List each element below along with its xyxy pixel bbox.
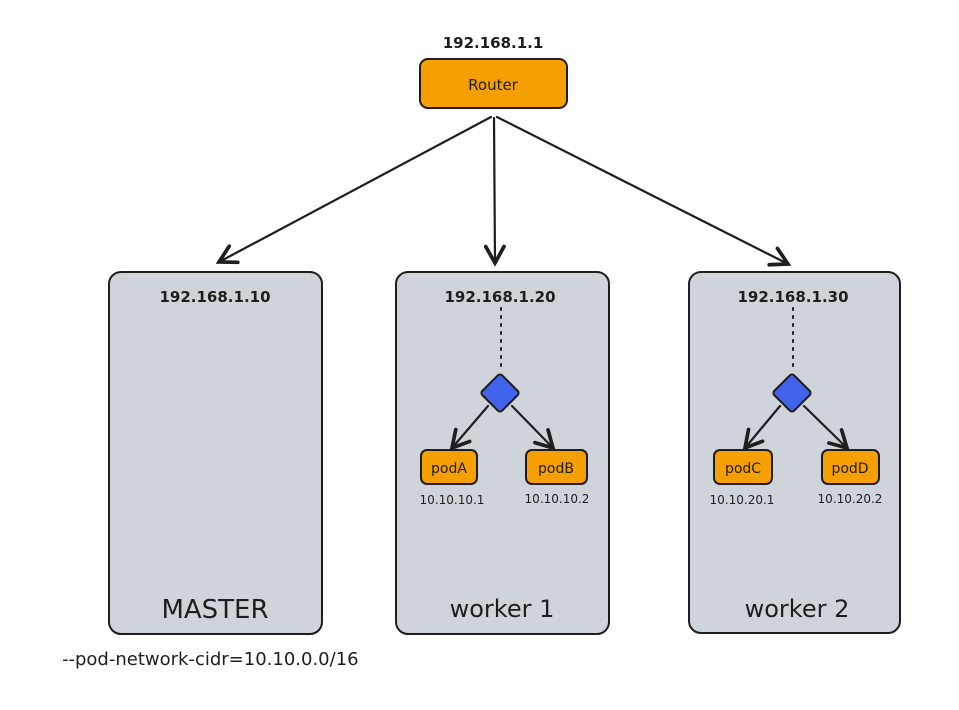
arrow-router-worker1 [494, 116, 495, 263]
pod-c-ip: 10.10.20.1 [710, 493, 775, 507]
router-ip: 192.168.1.1 [443, 34, 544, 52]
pod-a-name: podA [431, 461, 467, 477]
pod-a[interactable]: podA 10.10.10.1 [420, 449, 485, 507]
master-ip: 192.168.1.10 [159, 288, 270, 306]
pod-d[interactable]: podD 10.10.20.2 [818, 449, 883, 506]
worker1-node[interactable]: 192.168.1.20 podA 10.10.10.1 podB 10.10.… [395, 271, 610, 635]
arrow-router-master [219, 115, 493, 262]
pod-b-name: podB [538, 461, 574, 477]
arrow-switch-podb [510, 404, 553, 448]
pod-b[interactable]: podB 10.10.10.2 [525, 449, 590, 506]
pod-c[interactable]: podC 10.10.20.1 [710, 449, 775, 507]
worker1-label: worker 1 [450, 595, 555, 623]
master-box[interactable] [108, 271, 323, 635]
router-box[interactable] [419, 58, 568, 109]
pod-d-name: podD [831, 461, 868, 477]
pod-b-ip: 10.10.10.2 [525, 492, 590, 506]
worker2-label: worker 2 [745, 595, 850, 623]
router-label: Router [468, 76, 519, 94]
arrow-switch-podc [745, 404, 782, 448]
pod-a-ip: 10.10.10.1 [420, 493, 485, 507]
pod-c-box[interactable] [713, 449, 773, 485]
router[interactable]: 192.168.1.1 Router [419, 34, 568, 109]
pod-b-box[interactable] [525, 449, 588, 485]
worker1-ip: 192.168.1.20 [444, 288, 555, 306]
worker2-box[interactable] [688, 271, 901, 634]
pod-network-cidr-flag: --pod-network-cidr=10.10.0.0/16 [62, 649, 359, 670]
pod-c-name: podC [725, 461, 761, 477]
pod-d-box[interactable] [821, 449, 880, 485]
master-node[interactable]: 192.168.1.10 MASTER [108, 271, 323, 635]
pod-a-box[interactable] [420, 449, 478, 485]
arrow-switch-poda [452, 404, 490, 448]
arrow-switch-podd [802, 404, 847, 448]
diamond-switch-icon [480, 373, 520, 413]
diamond-switch-icon [772, 373, 812, 413]
master-label: MASTER [161, 595, 268, 625]
worker1-box[interactable] [395, 271, 610, 635]
worker2-ip: 192.168.1.30 [737, 288, 848, 306]
arrow-router-worker2 [495, 115, 788, 264]
worker2-node[interactable]: 192.168.1.30 podC 10.10.20.1 podD 10.10.… [688, 271, 901, 634]
pod-d-ip: 10.10.20.2 [818, 492, 883, 506]
